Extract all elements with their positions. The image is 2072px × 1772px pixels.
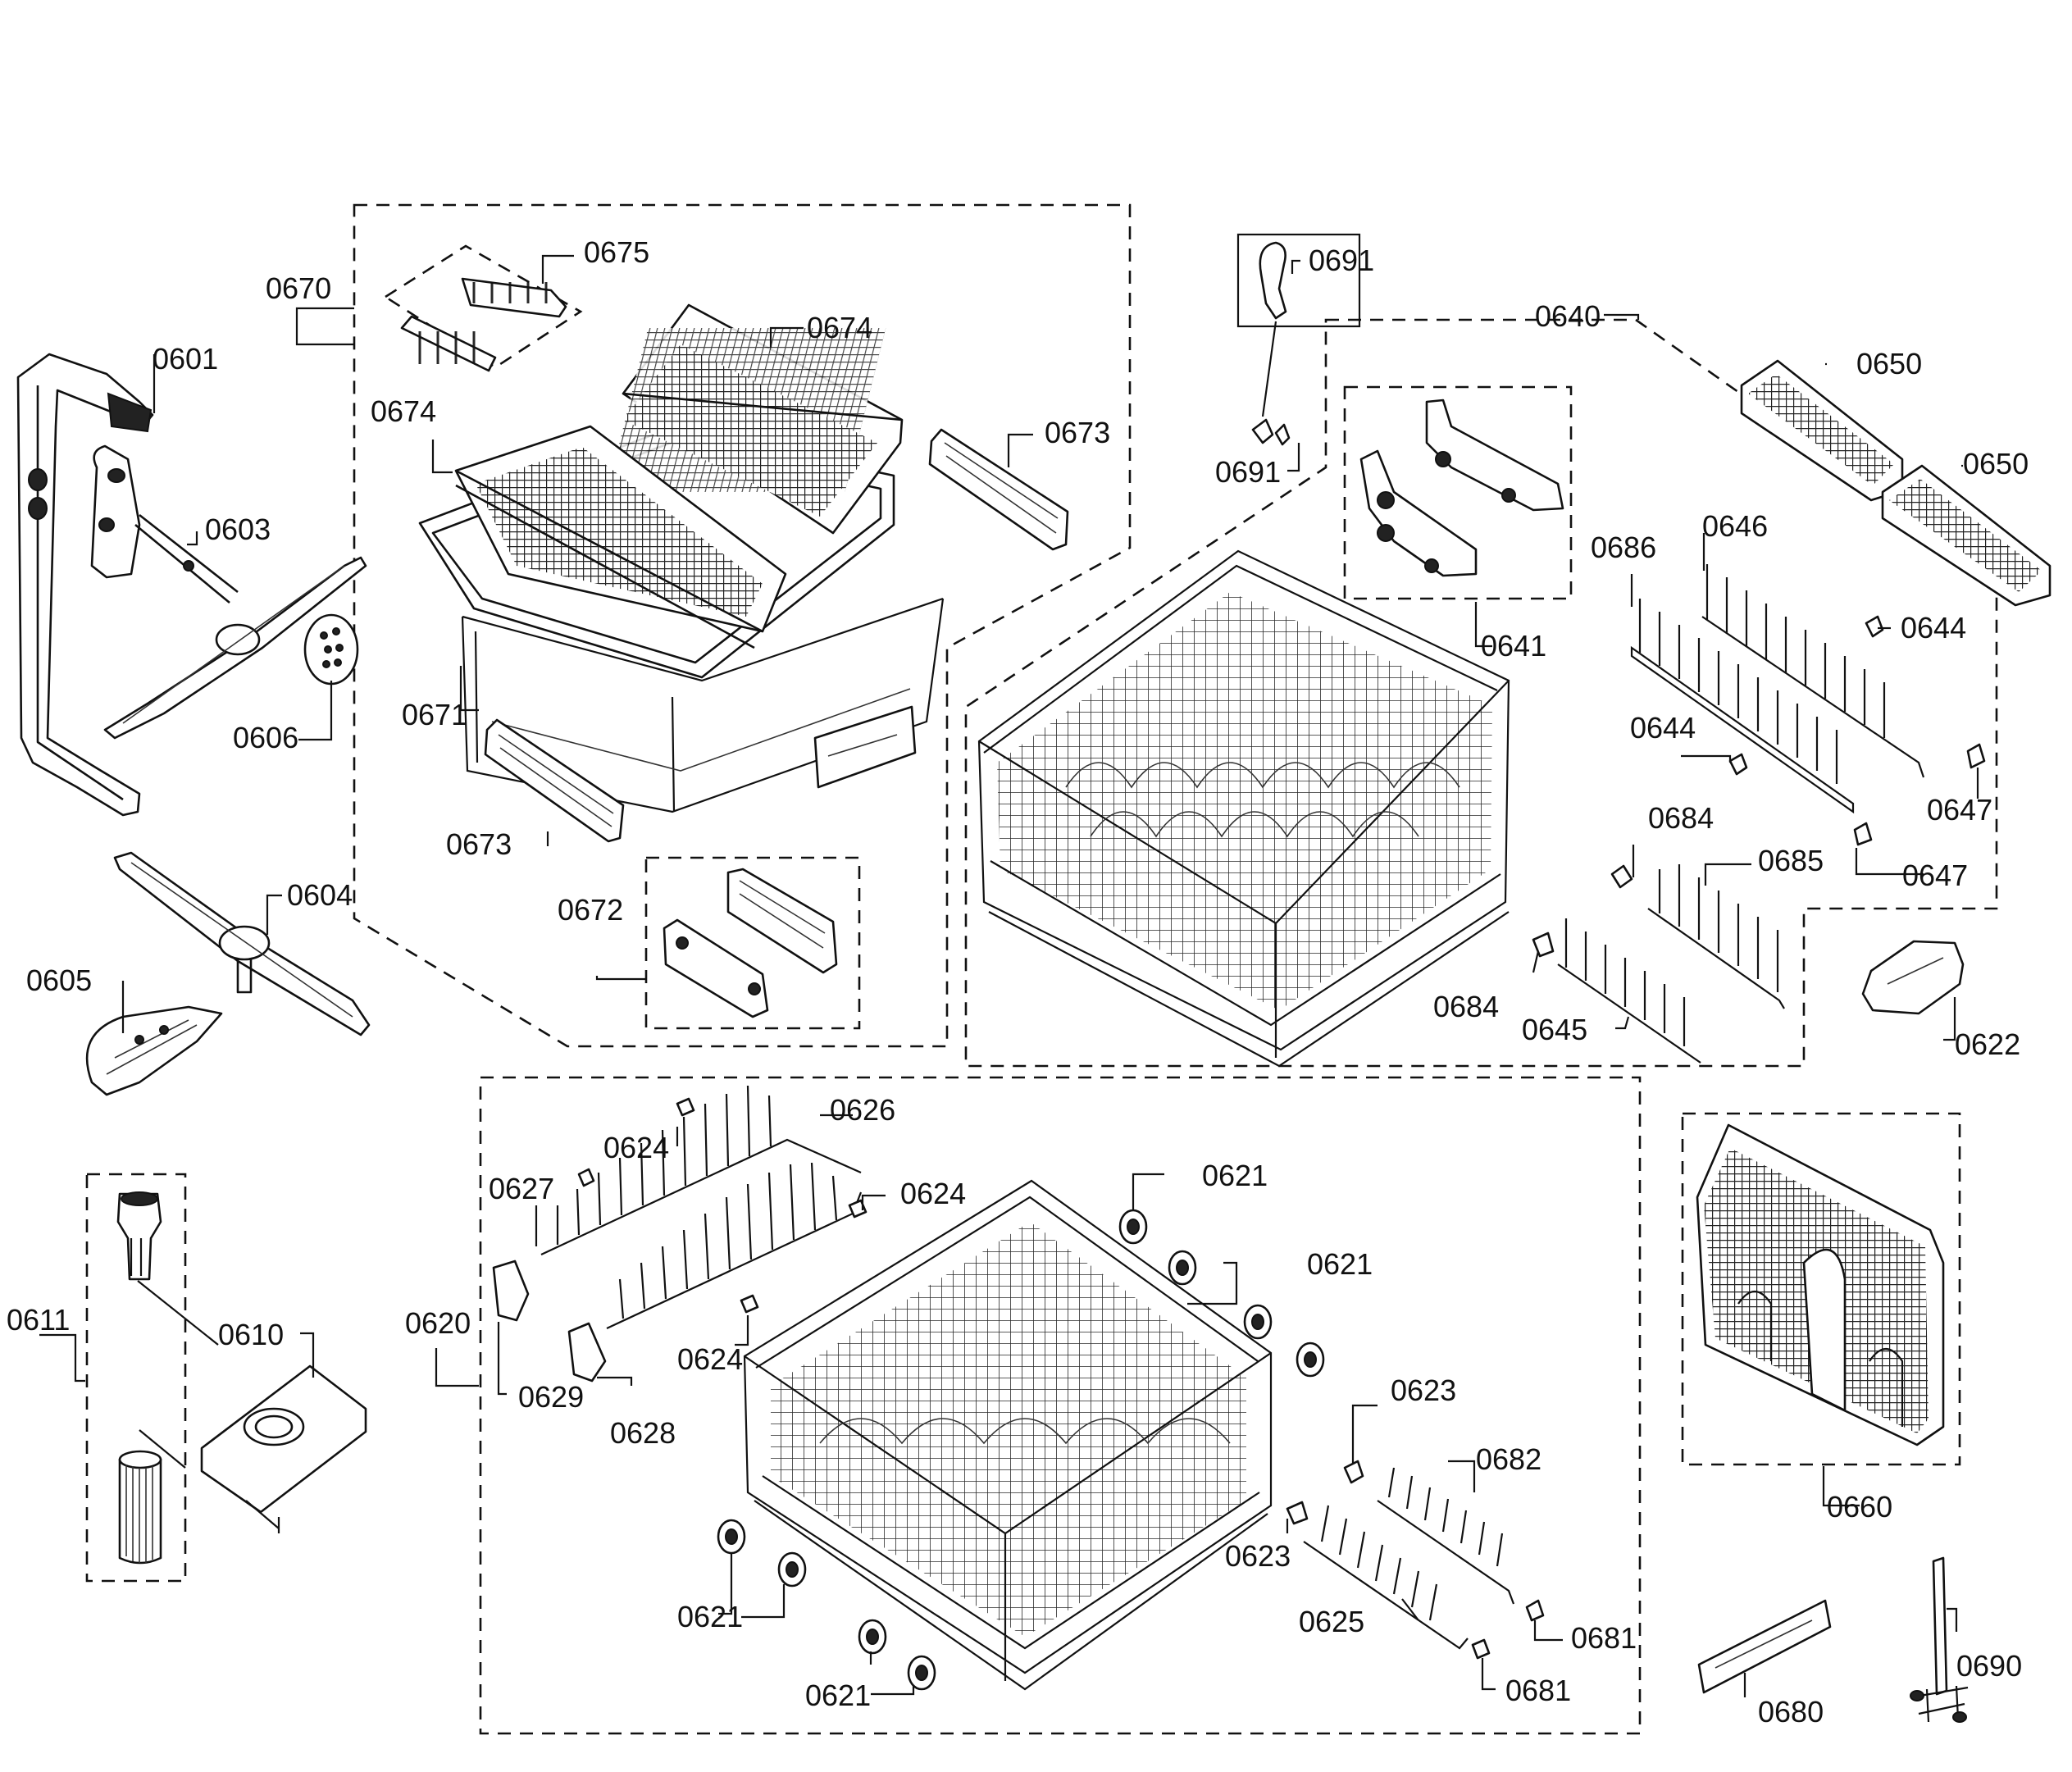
part-0680-handle-strip [1697, 1599, 1832, 1694]
group-boxes [85, 203, 1998, 1735]
label-0624b: 0624 [900, 1177, 966, 1210]
label-0674a: 0674 [807, 311, 872, 344]
part-0690-rod [1910, 1556, 1969, 1723]
label-0685: 0685 [1758, 844, 1824, 877]
part-0641-rack-adjusters [1359, 399, 1564, 577]
label-0629: 0629 [518, 1380, 584, 1414]
part-0605-bracket [85, 1005, 223, 1096]
part-0610-filter-plate [200, 1364, 367, 1533]
label-0671: 0671 [402, 698, 467, 731]
label-0674b: 0674 [371, 394, 436, 428]
group-box-0620 [479, 1076, 1642, 1735]
part-0621-wheels [717, 1209, 1325, 1691]
label-0647b: 0647 [1902, 859, 1968, 892]
part-0603-spray-arm-mount [90, 444, 367, 740]
label-0675: 0675 [584, 235, 649, 269]
label-0624c: 0624 [677, 1342, 743, 1376]
group-box-0670 [353, 203, 1132, 1048]
part-0684-0685-0645-tines [1532, 864, 1785, 1064]
label-0690: 0690 [1956, 1649, 2022, 1683]
label-0684a: 0684 [1648, 801, 1714, 835]
part-0604-lower-spray-arm [113, 851, 371, 1036]
label-0682: 0682 [1476, 1442, 1541, 1476]
label-0606: 0606 [233, 721, 298, 754]
label-0610: 0610 [218, 1318, 284, 1351]
label-0686: 0686 [1591, 531, 1656, 564]
part-0650-tine-combs [1740, 359, 2052, 607]
group-box-0660 [1681, 1112, 1961, 1466]
part-0622-handle [1861, 940, 1965, 1015]
label-0673b: 0673 [446, 827, 512, 861]
label-0623b: 0623 [1225, 1539, 1291, 1573]
label-0623a: 0623 [1391, 1373, 1456, 1407]
label-0627: 0627 [489, 1172, 554, 1205]
label-0646: 0646 [1702, 509, 1768, 543]
label-0620: 0620 [405, 1306, 471, 1340]
label-0660: 0660 [1827, 1490, 1892, 1524]
part-0601-supply-tube [16, 353, 154, 817]
label-0644b: 0644 [1630, 711, 1696, 745]
label-0650b: 0650 [1963, 447, 2029, 481]
label-0640: 0640 [1535, 299, 1601, 333]
group-box-0672 [644, 856, 861, 1030]
part-0611-filter-assembly [116, 1191, 219, 1565]
label-0605: 0605 [26, 963, 92, 997]
part-0686-0646-tine-rows [1630, 564, 1925, 814]
part-0624-0628-0629-clips [492, 1097, 868, 1383]
part-0672-height-adjusters [663, 868, 838, 1018]
label-0621c: 0621 [677, 1600, 743, 1633]
part-drawings [16, 241, 2052, 1723]
label-0647a: 0647 [1927, 793, 1992, 827]
group-box-0691 [1236, 233, 1361, 328]
part-0673-side-strips [484, 428, 1069, 843]
group-box-0641 [1343, 385, 1573, 600]
label-0673a: 0673 [1045, 416, 1110, 449]
label-0603: 0603 [205, 512, 271, 546]
part-labels: 0601 0603 0604 0605 0606 0610 0611 0620 … [7, 235, 2029, 1729]
part-0660-cutlery-basket [1696, 1123, 1945, 1446]
label-0684b: 0684 [1433, 990, 1499, 1023]
label-0626: 0626 [830, 1093, 895, 1127]
label-0681a: 0681 [1571, 1621, 1637, 1655]
label-0611: 0611 [7, 1303, 70, 1337]
label-0622: 0622 [1955, 1027, 2020, 1061]
label-0691a: 0691 [1309, 244, 1374, 277]
leader-lines [39, 254, 1979, 1697]
part-0626-0627-tine-rows [540, 1085, 863, 1329]
part-0620-lower-rack [743, 1179, 1273, 1691]
label-0604: 0604 [287, 878, 353, 912]
group-box-0640 [964, 318, 1998, 1068]
label-0650a: 0650 [1856, 347, 1922, 380]
label-0624a: 0624 [603, 1131, 669, 1164]
label-0621b: 0621 [1307, 1247, 1373, 1281]
label-0641: 0641 [1481, 629, 1546, 663]
part-0606-filter-disc [303, 613, 359, 686]
label-0691b: 0691 [1215, 455, 1281, 489]
label-0672: 0672 [558, 893, 623, 927]
label-0628: 0628 [610, 1416, 676, 1450]
label-0670: 0670 [266, 271, 331, 305]
label-0625: 0625 [1299, 1605, 1364, 1638]
label-0645: 0645 [1522, 1013, 1587, 1046]
part-0640-middle-rack [977, 549, 1510, 1068]
label-0621d: 0621 [805, 1679, 871, 1712]
label-0601: 0601 [153, 342, 218, 376]
part-0644-0647-clips [1728, 615, 1986, 846]
part-0675-cutlery-insert [383, 244, 583, 372]
part-0670-upper-rack [418, 303, 945, 813]
label-0621a: 0621 [1202, 1159, 1268, 1192]
label-0681b: 0681 [1505, 1674, 1571, 1707]
label-0680: 0680 [1758, 1695, 1824, 1729]
label-0644a: 0644 [1901, 611, 1966, 645]
part-0691-clips [1251, 241, 1291, 446]
group-box-0611 [85, 1173, 187, 1583]
